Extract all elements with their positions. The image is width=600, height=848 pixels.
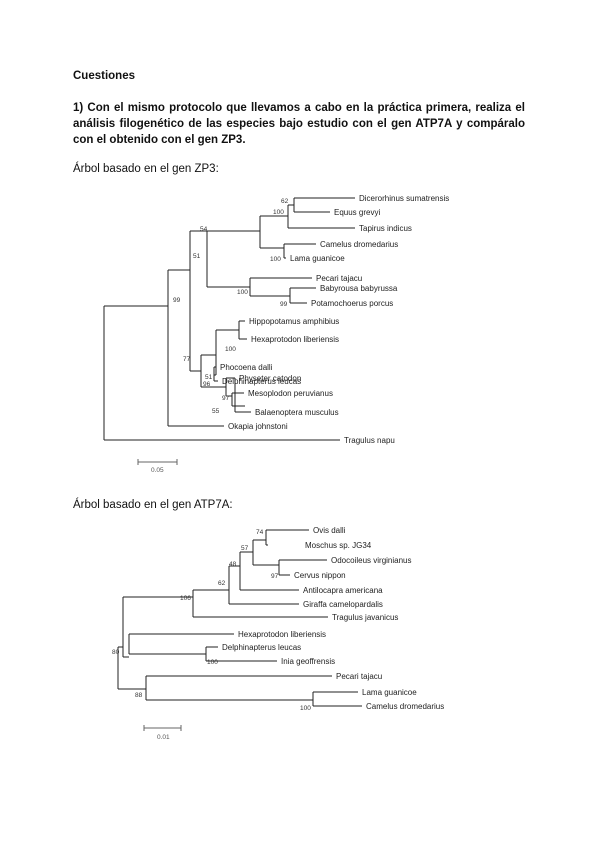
taxon-label: Tragulus napu [344,436,395,445]
taxon-label: Camelus dromedarius [320,240,398,249]
bootstrap-value: 96 [203,381,211,388]
taxon-label: Ovis dalli [313,526,346,535]
taxon-label: Tragulus javanicus [332,613,398,622]
bootstrap-value: 88 [135,692,143,699]
taxon-label: Odocoileus virginianus [331,556,412,565]
taxon-label: Babyrousa babyrussa [320,284,398,293]
section-title: Cuestiones [73,70,135,82]
bootstrap-value: 100 [270,256,281,263]
taxon-label: Antilocapra americana [303,586,383,595]
bootstrap-value: 100 [225,346,236,353]
taxon-label: Delphinapterus leucas [222,377,301,386]
bootstrap-value: 77 [183,356,191,363]
bootstrap-value: 62 [218,580,226,587]
bootstrap-value: 106 [180,595,191,602]
taxon-label: Moschus sp. JG34 [305,541,372,550]
tree2-caption: Árbol basado en el gen ATP7A: [73,499,233,511]
taxon-label: Physeter catodon [239,374,301,383]
taxon-label: Tapirus indicus [359,224,412,233]
bootstrap-value: 97 [222,395,230,402]
taxon-label: Lama guanicoe [362,688,417,697]
taxon-label: Giraffa camelopardalis [303,600,383,609]
taxon-label: Balaenoptera musculus [255,408,339,417]
tree1-bootstrap: 62 100 54 100 51 100 99 99 100 77 51 96 … [173,198,289,415]
scale-label: 0.05 [151,467,164,474]
tree1-caption: Árbol basado en el gen ZP3: [73,163,219,175]
bootstrap-value: 62 [281,198,289,205]
bootstrap-value: 100 [273,209,284,216]
tree2-branches [117,529,362,707]
tree2-scale-bar: 0.01 [143,725,182,741]
taxon-label: Pecari tajacu [336,672,382,681]
question-text: 1) Con el mismo protocolo que llevamos a… [73,102,525,146]
bootstrap-value: 55 [212,408,220,415]
taxon-label: Hexaprotodon liberiensis [238,630,326,639]
tree2-taxa: Ovis dalli Moschus sp. JG34 Odocoileus v… [222,526,444,711]
taxon-label: Mesoplodon peruvianus [248,389,333,398]
bootstrap-value: 100 [207,659,218,666]
bootstrap-value: 100 [300,705,311,712]
tree2-bootstrap: 74 57 48 62 97 106 80 100 88 100 [112,529,311,712]
bootstrap-value: 74 [256,529,264,536]
taxon-label: Delphinapterus leucas [222,643,301,652]
bootstrap-value: 99 [173,297,181,304]
bootstrap-value: 48 [229,561,237,568]
bootstrap-value: 51 [193,253,201,260]
taxon-label: Okapia johnstoni [228,422,288,431]
taxon-label: Camelus dromedarius [366,702,444,711]
bootstrap-value: 97 [271,573,279,580]
phylogenetic-tree-zp3: Dicerorhinus sumatrensis Equus grevyi Ta… [103,194,449,474]
taxon-label: Lama guanicoe [290,254,345,263]
bootstrap-value: 51 [205,374,213,381]
taxon-label: Potamochoerus porcus [311,299,393,308]
taxon-label: Inia geoffrensis [281,657,335,666]
tree1-scale-bar: 0.05 [137,459,178,474]
taxon-label: Hexaprotodon liberiensis [251,335,339,344]
bootstrap-value: 80 [112,649,120,656]
bootstrap-value: 54 [200,226,208,233]
taxon-label: Dicerorhinus sumatrensis [359,194,449,203]
bootstrap-value: 100 [237,289,248,296]
taxon-label: Equus grevyi [334,208,380,217]
tree1-branches [103,197,355,441]
taxon-label: Pecari tajacu [316,274,362,283]
scale-label: 0.01 [157,734,170,741]
bootstrap-value: 57 [241,545,249,552]
taxon-label: Hippopotamus amphibius [249,317,339,326]
taxon-label: Phocoena dalli [220,363,273,372]
bootstrap-value: 99 [280,301,288,308]
phylogenetic-tree-atp7a: Ovis dalli Moschus sp. JG34 Odocoileus v… [112,526,444,741]
tree1-taxa: Dicerorhinus sumatrensis Equus grevyi Ta… [220,194,449,445]
taxon-label: Cervus nippon [294,571,346,580]
